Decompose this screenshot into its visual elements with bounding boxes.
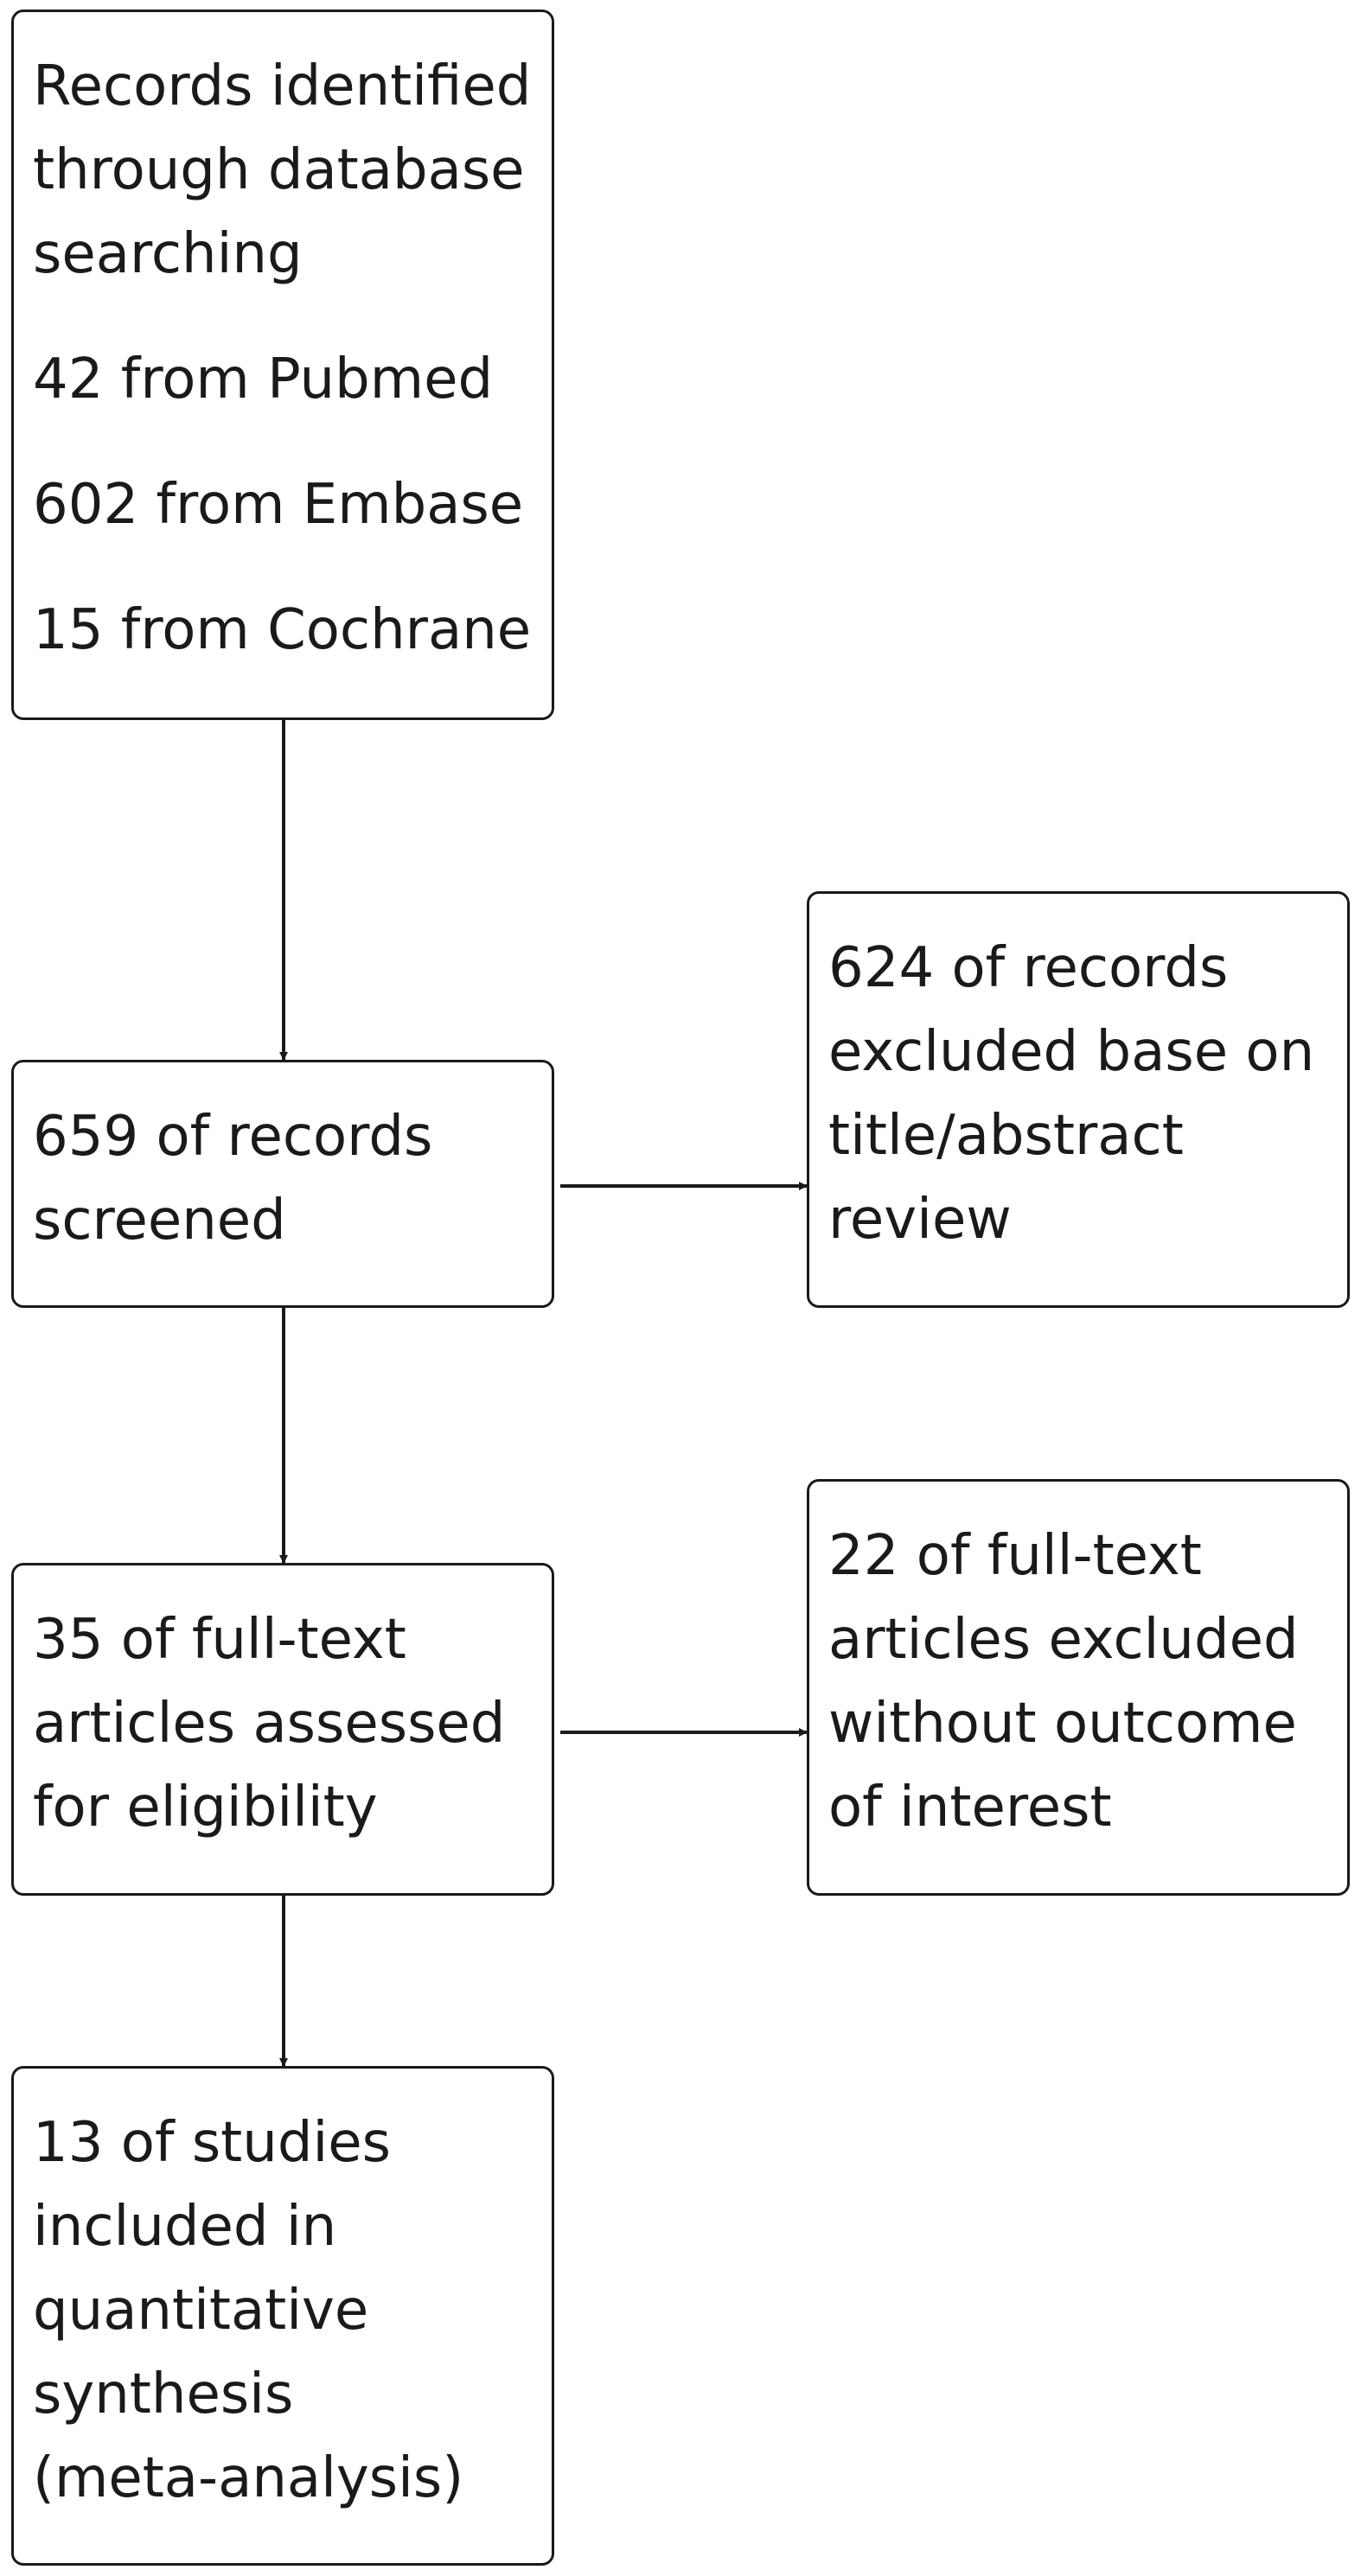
excluded-screening-text: 624 of records excluded base on title/ab… — [828, 936, 1315, 1252]
source-embase: 602 from Embase — [33, 473, 524, 537]
identification-box: Records identified through database sear… — [11, 10, 554, 720]
excluded-fulltext-text: 22 of full-text articles excluded withou… — [828, 1524, 1299, 1840]
identification-heading: Records identified through database sear… — [33, 54, 532, 286]
screened-text: 659 of records screened — [33, 1105, 433, 1253]
excluded-fulltext-box: 22 of full-text articles excluded withou… — [807, 1479, 1350, 1896]
source-pubmed: 42 from Pubmed — [33, 348, 494, 411]
excluded-screening-box: 624 of records excluded base on title/ab… — [807, 891, 1350, 1308]
screened-box: 659 of records screened — [11, 1060, 554, 1308]
included-text: 13 of studies included in quantitative s… — [33, 2111, 464, 2510]
eligibility-text: 35 of full-text articles assessed for el… — [33, 1608, 506, 1840]
eligibility-box: 35 of full-text articles assessed for el… — [11, 1563, 554, 1896]
included-box: 13 of studies included in quantitative s… — [11, 2066, 554, 2566]
source-cochrane: 15 from Cochrane — [33, 598, 532, 662]
